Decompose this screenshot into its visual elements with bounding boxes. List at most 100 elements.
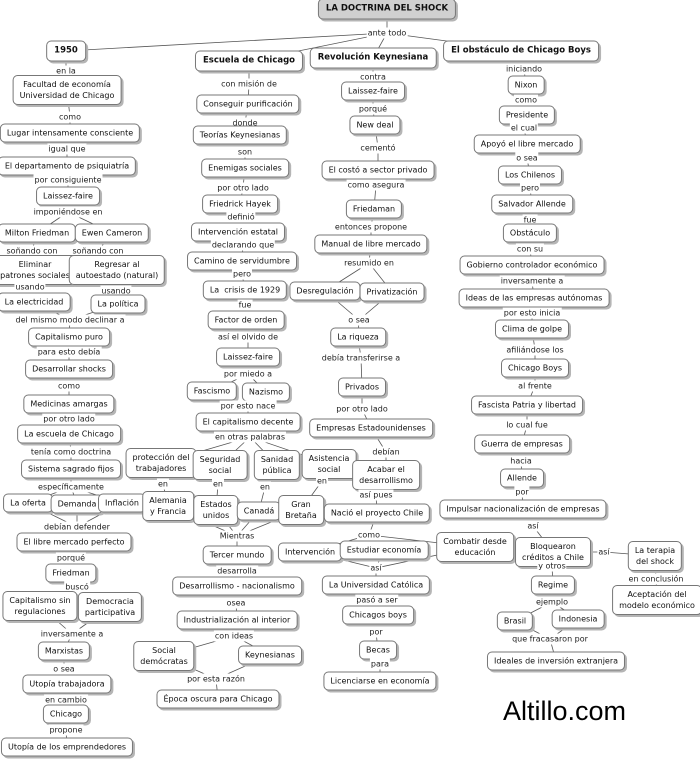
map-title[interactable]: LA DOCTRINA DEL SHOCK xyxy=(317,0,457,20)
concept-node[interactable]: Inflación xyxy=(98,493,146,513)
main-concept[interactable]: 1950 xyxy=(46,40,86,62)
concept-node[interactable]: Gran Bretaña xyxy=(278,495,324,525)
concept-node[interactable]: Estudiar economía xyxy=(339,540,429,560)
concept-node[interactable]: Indonesia xyxy=(551,609,605,629)
concept-node[interactable]: Regresar al autoestado (natural) xyxy=(68,255,166,285)
concept-node[interactable]: Época oscura para Chicago xyxy=(156,689,280,709)
concept-node[interactable]: Becas xyxy=(359,640,397,660)
concept-node[interactable]: Asistencia social xyxy=(301,449,357,479)
concept-node[interactable]: Utopía trabajadora xyxy=(22,674,112,694)
concept-node[interactable]: Licenciarse en economía xyxy=(323,671,437,691)
concept-node[interactable]: Industrialización al interior xyxy=(176,610,298,630)
concept-node[interactable]: Alemania y Francia xyxy=(142,491,194,521)
concept-node[interactable]: Fascismo xyxy=(186,381,238,401)
concept-node[interactable]: Desregulación xyxy=(289,281,361,301)
concept-node[interactable]: Sistema sagrado fijos xyxy=(21,459,121,479)
concept-node[interactable]: Chicago xyxy=(42,704,90,724)
concept-node[interactable]: Lugar intensamente consciente xyxy=(0,123,141,143)
concept-node[interactable]: Friedaman xyxy=(345,199,403,219)
concept-node[interactable]: Capitalismo puro xyxy=(28,327,110,347)
concept-node[interactable]: Friedman xyxy=(45,563,97,583)
concept-node[interactable]: La electricidad xyxy=(0,292,71,312)
main-concept[interactable]: El obstáculo de Chicago Boys xyxy=(443,40,599,62)
concept-node[interactable]: El capitalismo decente xyxy=(195,412,301,432)
link-phrase: soñando con xyxy=(5,245,59,257)
concept-node[interactable]: Nazismo xyxy=(241,382,291,402)
concept-node[interactable]: Teorías Keynesianas xyxy=(192,125,288,145)
concept-node[interactable]: Privados xyxy=(338,377,386,397)
concept-node[interactable]: Nixon xyxy=(507,75,545,95)
concept-node[interactable]: Ideales de inversión extranjera xyxy=(486,651,626,671)
concept-node[interactable]: El libre mercado perfecto xyxy=(16,532,132,552)
concept-node[interactable]: Apoyó el libre mercado xyxy=(473,134,581,154)
concept-node[interactable]: Impulsar nacionalización de empresas xyxy=(439,499,607,519)
concept-node[interactable]: Empresas Estadounidenses xyxy=(309,418,433,438)
link-phrase: en conclusión xyxy=(627,573,685,585)
concept-node[interactable]: Milton Friedman xyxy=(0,223,77,243)
concept-node[interactable]: Acabar el desarrollismo xyxy=(352,460,420,490)
link-phrase: soñando con xyxy=(71,245,125,257)
concept-node[interactable]: Ewen Cameron xyxy=(74,223,150,243)
concept-node[interactable]: Gobierno controlador económico xyxy=(459,255,605,275)
concept-node[interactable]: Allende xyxy=(500,468,544,488)
link-phrase: son xyxy=(236,146,254,158)
concept-node[interactable]: Privatización xyxy=(359,282,425,302)
concept-node[interactable]: Enemigas sociales xyxy=(201,158,289,178)
concept-node[interactable]: La crisis de 1929 xyxy=(202,280,288,300)
concept-node[interactable]: La política xyxy=(90,294,146,314)
concept-node[interactable]: Seguridad social xyxy=(192,450,248,480)
concept-node[interactable]: La riqueza xyxy=(330,327,386,347)
concept-node[interactable]: Manual de libre mercado xyxy=(314,234,428,254)
concept-node[interactable]: La escuela de Chicago xyxy=(17,424,121,444)
concept-node[interactable]: Estados unidos xyxy=(193,495,239,525)
concept-node[interactable]: Nació el proyecto Chile xyxy=(323,503,431,523)
concept-node[interactable]: Bloquearon créditos a Chile xyxy=(515,537,591,567)
concept-node[interactable]: Regime xyxy=(530,575,576,595)
concept-node[interactable]: Eliminar patrones sociales xyxy=(0,255,77,285)
concept-node[interactable]: Demanda xyxy=(50,494,104,514)
concept-node[interactable]: Desarrollismo - nacionalismo xyxy=(172,576,302,596)
concept-node[interactable]: El costó a sector privado xyxy=(321,160,435,180)
concept-node[interactable]: Keynesianas xyxy=(238,645,302,665)
concept-node[interactable]: Camino de servidumbre xyxy=(187,251,297,271)
concept-node[interactable]: Combatir desde educación xyxy=(436,532,514,562)
concept-node[interactable]: Medicinas amargas xyxy=(23,394,115,414)
link-phrase: por otro lado xyxy=(335,403,389,415)
concept-node[interactable]: Marxistas xyxy=(37,641,91,661)
concept-node[interactable]: Sanidad pública xyxy=(253,450,301,480)
concept-node[interactable]: Democracia participativa xyxy=(77,592,143,622)
concept-node[interactable]: Ideas de las empresas autónomas xyxy=(458,288,610,308)
concept-node[interactable]: Conseguir purificación xyxy=(196,94,300,114)
concept-node[interactable]: New deal xyxy=(349,115,401,135)
concept-node[interactable]: Brasil xyxy=(496,611,534,631)
concept-node[interactable]: Laissez-faire xyxy=(216,347,280,367)
concept-node[interactable]: Salvador Allende xyxy=(491,194,573,214)
concept-node[interactable]: Aceptación del modelo económico xyxy=(612,585,700,615)
concept-node[interactable]: Laissez-faire xyxy=(341,81,405,101)
concept-node[interactable]: Chicagos boys xyxy=(342,605,414,625)
main-concept[interactable]: Revolución Keynesiana xyxy=(309,47,437,69)
concept-node[interactable]: Social demócratas xyxy=(133,641,195,671)
concept-node[interactable]: La Universidad Católica xyxy=(321,575,431,595)
concept-node[interactable]: protección del trabajadores xyxy=(125,448,197,478)
concept-node[interactable]: El departamento de psiquiatría xyxy=(0,156,137,176)
concept-node[interactable]: La terapia del shock xyxy=(627,541,683,571)
concept-node[interactable]: Fascista Patria y libertad xyxy=(471,395,583,415)
concept-node[interactable]: Laissez-faire xyxy=(36,186,100,206)
concept-node[interactable]: Desarrollar shocks xyxy=(25,359,113,379)
concept-node[interactable]: Factor de orden xyxy=(207,310,285,330)
concept-node[interactable]: Clima de golpe xyxy=(494,319,570,339)
main-concept[interactable]: Escuela de Chicago xyxy=(194,50,304,72)
concept-node[interactable]: Guerra de empresas xyxy=(474,434,570,454)
concept-node[interactable]: Facultad de economía Universidad de Chic… xyxy=(12,75,122,105)
concept-node[interactable]: Chicago Boys xyxy=(501,358,569,378)
concept-node[interactable]: La oferta xyxy=(3,493,53,513)
concept-node[interactable]: Utopía de los emprendedores xyxy=(0,737,134,757)
concept-node[interactable]: Obstáculo xyxy=(502,223,558,243)
concept-node[interactable]: Capitalismo sin regulaciones xyxy=(2,591,78,621)
link-phrase: resumido en xyxy=(343,257,395,269)
link-phrase: inversamente a xyxy=(499,275,565,287)
concept-node[interactable]: Intervención xyxy=(277,542,343,562)
concept-node[interactable]: Canadá xyxy=(236,501,282,521)
concept-node[interactable]: Tercer mundo xyxy=(202,545,272,565)
